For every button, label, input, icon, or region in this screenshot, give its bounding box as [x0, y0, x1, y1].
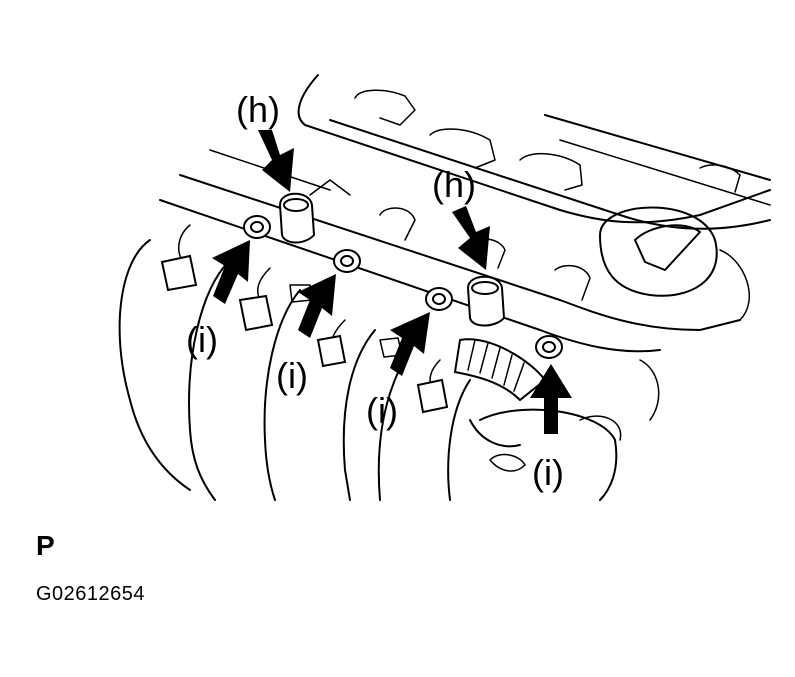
pointer-arrows — [212, 130, 572, 434]
callout-labels: (h) (h) (i) (i) (i) (i) — [186, 89, 564, 493]
callout-i-2: (i) — [276, 355, 308, 396]
arrow-i-1 — [212, 240, 250, 304]
callout-h-left: (h) — [236, 89, 280, 130]
figure-id: G02612654 — [36, 583, 146, 605]
arrow-h-left — [258, 130, 294, 192]
callout-i-1: (i) — [186, 319, 218, 360]
insulator — [333, 249, 361, 273]
arrow-i-2 — [298, 274, 336, 338]
injector — [466, 275, 506, 327]
injector — [278, 192, 316, 244]
figure-code: P — [36, 530, 55, 561]
arrow-i-4 — [530, 364, 572, 434]
engine-line-art — [118, 74, 771, 501]
callout-i-4: (i) — [532, 452, 564, 493]
callout-h-right: (h) — [432, 164, 476, 205]
insulator — [535, 335, 563, 359]
insulator — [425, 287, 453, 311]
arrow-i-3 — [390, 312, 430, 376]
callout-i-3: (i) — [366, 390, 398, 431]
arrow-h-right — [452, 206, 490, 270]
insulator — [243, 215, 271, 239]
